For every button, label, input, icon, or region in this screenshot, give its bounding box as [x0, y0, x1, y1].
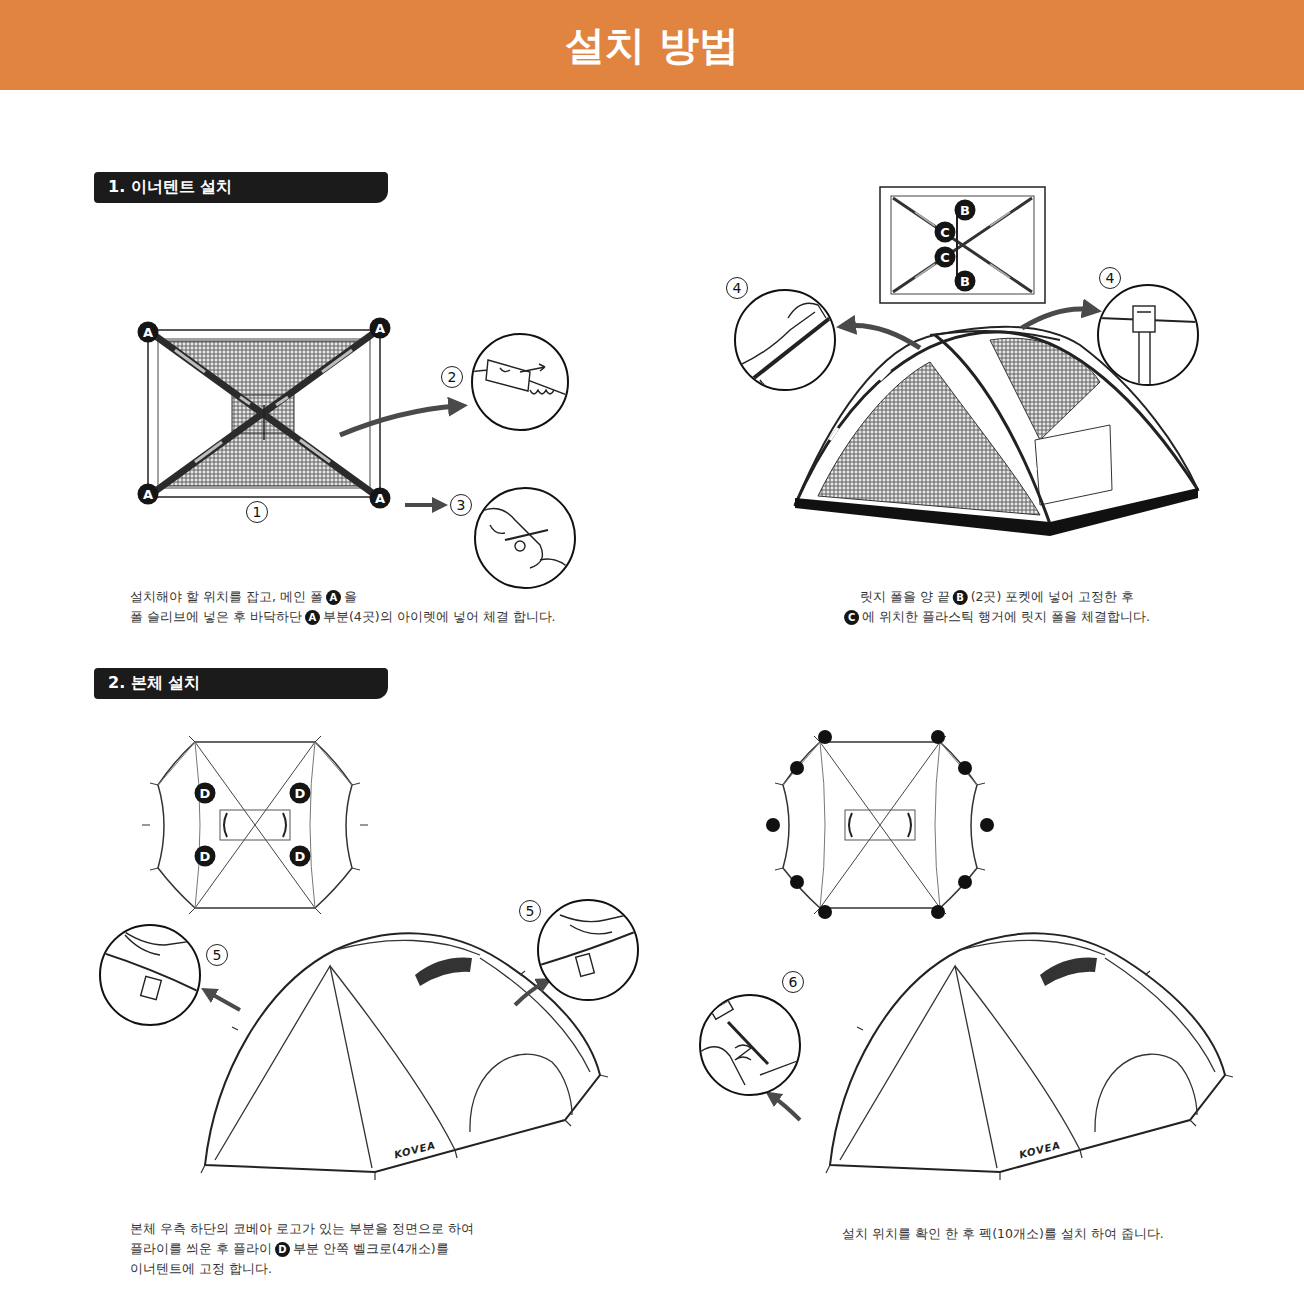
part-letter: D — [195, 846, 216, 867]
detail-circle — [735, 290, 835, 393]
top-view-outline — [142, 736, 368, 914]
detail-circle — [1098, 285, 1198, 390]
callout-number: 2 — [441, 366, 463, 388]
top-view-outline — [767, 736, 993, 914]
caption-line: 설치해야 할 위치를 잡고, 메인 폴A을 — [130, 588, 357, 606]
pointer-arrow — [1022, 309, 1092, 328]
part-letter: A — [138, 322, 159, 343]
instruction-text: (2곳) 포켓에 넣어 고정한 후 — [971, 589, 1135, 606]
pointer-arrow — [340, 406, 458, 435]
callout-number: 5 — [206, 944, 228, 966]
instruction-text: 부분 안쪽 벨크로(4개소)를 — [293, 1241, 449, 1258]
pointer-arrow — [846, 325, 920, 348]
part-letter: B — [955, 271, 976, 292]
instruction-text: 에 위치한 플라스틱 행거에 릿지 폴을 체결합니다. — [862, 609, 1150, 626]
part-letter: D — [195, 783, 216, 804]
caption-line: C에 위치한 플라스틱 행거에 릿지 폴을 체결합니다. — [844, 608, 1150, 626]
callout-number: 4 — [1099, 267, 1121, 289]
detail-circle — [538, 900, 640, 1000]
section-header: 2. 본체 설치 — [94, 668, 388, 699]
part-letter: C — [935, 222, 956, 243]
peg-points — [766, 730, 994, 919]
instruction-text: 을 — [344, 589, 357, 606]
part-letter: A — [326, 590, 341, 605]
instruction-text: 폴 슬리브에 넣은 후 바닥하단 — [130, 609, 302, 626]
caption-line: 이너텐트에 고정 합니다. — [130, 1260, 272, 1278]
detail-circle — [475, 488, 575, 588]
page-title: 설치 방법 — [0, 0, 1304, 90]
part-letter: A — [305, 610, 320, 625]
callout-number: 3 — [450, 494, 472, 516]
caption-line: 본체 우측 하단의 코베아 로고가 있는 부분을 정면으로 하여 — [130, 1220, 474, 1238]
instruction-text: 설치해야 할 위치를 잡고, 메인 폴 — [130, 589, 323, 606]
instruction-text: 본체 우측 하단의 코베아 로고가 있는 부분을 정면으로 하여 — [130, 1221, 474, 1238]
detail-circle — [100, 925, 200, 1025]
brand-logo: KOVEA — [1018, 1140, 1062, 1161]
caption-line: 릿지 폴을 양 끝B(2곳) 포켓에 넣어 고정한 후 — [860, 588, 1135, 606]
section-title: 2. 본체 설치 — [108, 673, 200, 694]
pointer-arrow — [208, 992, 240, 1010]
part-letter: B — [955, 200, 976, 221]
pointer-arrow — [515, 982, 545, 1005]
instruction-text: 릿지 폴을 양 끝 — [860, 589, 950, 606]
floor-plan — [148, 330, 380, 497]
callout-number: 4 — [726, 277, 748, 299]
callout-number: 5 — [519, 900, 541, 922]
part-letter: B — [953, 590, 968, 605]
brand-logo: KOVEA — [393, 1140, 437, 1161]
top-view-box — [880, 187, 1045, 303]
part-letter: C — [844, 610, 859, 625]
section-title: 1. 이너텐트 설치 — [108, 177, 232, 198]
part-letter: A — [370, 488, 391, 509]
caption-line: 플라이를 씌운 후 플라이D부분 안쪽 벨크로(4개소)를 — [130, 1240, 449, 1258]
detail-circle — [700, 995, 800, 1095]
callout-number: 6 — [782, 971, 804, 993]
part-letter: A — [370, 318, 391, 339]
fly-tent — [826, 933, 1233, 1180]
pointer-arrow — [772, 1096, 800, 1120]
instruction-text: 이너텐트에 고정 합니다. — [130, 1261, 272, 1278]
title-bar: 설치 방법 — [0, 0, 1304, 90]
instruction-text: 부분(4곳)의 아이렛에 넣어 체결 합니다. — [323, 609, 556, 626]
detail-circle — [470, 334, 575, 430]
section-header: 1. 이너텐트 설치 — [94, 172, 388, 203]
caption-line: 폴 슬리브에 넣은 후 바닥하단A부분(4곳)의 아이렛에 넣어 체결 합니다. — [130, 608, 555, 626]
caption-line: 설치 위치를 확인 한 후 펙(10개소)를 설치 하여 줍니다. — [842, 1225, 1163, 1243]
part-letter: A — [138, 484, 159, 505]
part-letter: C — [935, 247, 956, 268]
part-letter: D — [290, 846, 311, 867]
instruction-text: 플라이를 씌운 후 플라이 — [130, 1241, 272, 1258]
part-letter: D — [290, 783, 311, 804]
callout-number: 1 — [246, 501, 268, 523]
instruction-text: 설치 위치를 확인 한 후 펙(10개소)를 설치 하여 줍니다. — [842, 1226, 1163, 1243]
pointer-arrow — [405, 503, 440, 507]
part-letter: D — [275, 1242, 290, 1257]
